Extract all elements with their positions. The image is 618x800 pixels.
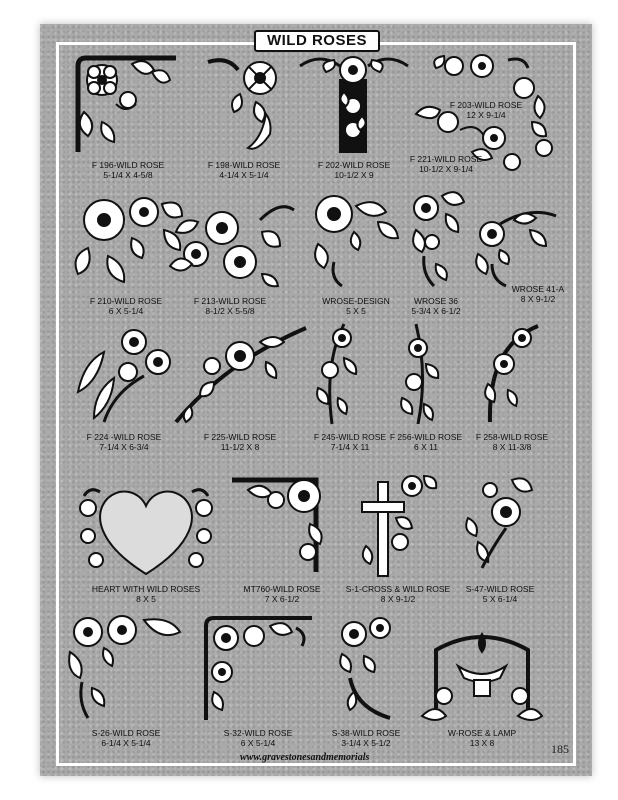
rose-corner-artwork	[75, 55, 176, 152]
page-title: WILD ROSES	[254, 30, 380, 52]
rose-scroll-artwork	[475, 210, 557, 288]
design-s38[interactable]	[334, 612, 400, 724]
rose-vine-artwork	[207, 58, 277, 150]
heart-panel	[99, 490, 193, 576]
rose-corner-artwork-2	[232, 477, 323, 572]
page-number: 185	[551, 742, 569, 756]
design-mt760[interactable]	[228, 472, 336, 580]
rose-stem-artwork	[316, 323, 358, 425]
design-f224[interactable]	[74, 322, 180, 428]
design-s32[interactable]	[200, 612, 318, 724]
rose-corner-artwork-3	[204, 616, 312, 720]
design-f213[interactable]	[166, 196, 300, 292]
rose-lamp-artwork	[420, 632, 544, 721]
design-s26[interactable]	[64, 612, 186, 724]
design-s47[interactable]	[462, 472, 536, 580]
design-wrose41a[interactable]	[470, 204, 560, 292]
rose-stem-artwork-2	[400, 323, 440, 425]
rose-cluster-artwork	[74, 197, 184, 284]
design-f245[interactable]	[314, 318, 362, 428]
design-f203-f221[interactable]	[412, 52, 562, 182]
rose-climb-artwork	[465, 477, 534, 569]
heart-artwork	[79, 488, 213, 576]
design-wrose36[interactable]	[406, 184, 468, 292]
design-heart[interactable]	[78, 484, 214, 580]
design-s1-cross[interactable]	[356, 472, 440, 580]
rose-arc-artwork	[484, 324, 539, 423]
rose-design-artwork	[314, 195, 400, 288]
rose-bouquet-artwork	[76, 329, 171, 423]
design-f258[interactable]	[478, 318, 544, 428]
cross-rose-artwork	[361, 474, 438, 577]
stone-texture-background	[40, 24, 592, 776]
design-f256[interactable]	[396, 318, 444, 428]
design-f225[interactable]	[170, 322, 310, 428]
footer-url[interactable]: www.gravestonesandmemorials	[240, 752, 370, 763]
design-f198[interactable]	[204, 54, 286, 156]
rose-spray-artwork	[168, 205, 295, 288]
rose-vertical-artwork	[412, 191, 466, 288]
design-wrose-lamp[interactable]	[416, 630, 548, 724]
rose-arch-artwork-2	[68, 615, 182, 719]
design-f196[interactable]	[72, 52, 184, 156]
rose-emblem-artwork	[299, 56, 409, 153]
rose-diagonal-artwork	[174, 326, 307, 424]
rose-column-artwork	[339, 617, 391, 720]
design-f210[interactable]	[68, 190, 186, 292]
design-f202[interactable]	[296, 52, 412, 156]
design-wrose-design[interactable]	[308, 192, 404, 292]
lamp-icon	[455, 663, 509, 683]
rose-arch-artwork	[414, 54, 553, 171]
